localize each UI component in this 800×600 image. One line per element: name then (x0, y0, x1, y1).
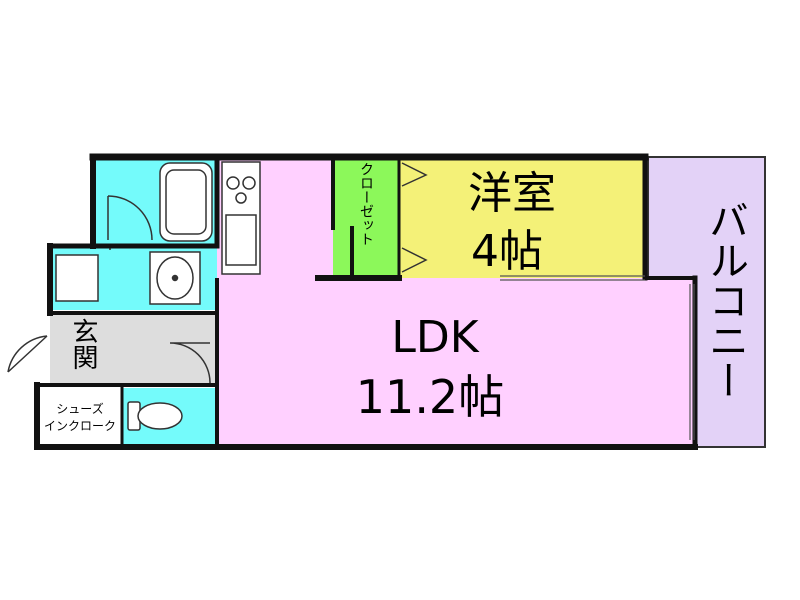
western-room-label: 洋室 (468, 168, 556, 219)
washing-machine-space (55, 254, 99, 302)
ldk-area (217, 157, 695, 447)
closet-doors (401, 162, 428, 273)
balcony-label: バルコニー (702, 200, 748, 400)
entrance-label: 玄関 (68, 318, 98, 370)
bathtub (159, 162, 213, 242)
door-swings (7, 195, 211, 384)
entrance-area (50, 314, 108, 385)
closet-area (333, 157, 399, 278)
shoe-closet-area (37, 388, 122, 447)
toilet-fixture (127, 401, 183, 431)
walls (34, 153, 698, 450)
shoe-closet-label-line1: シューズ (56, 401, 103, 416)
closet-label: クローゼット (358, 162, 374, 246)
shoe-closet-label-line2: インクローク (44, 419, 116, 433)
western-room-area (399, 157, 645, 278)
ldk-size-label: 11.2帖 (356, 370, 504, 424)
window-lines (500, 275, 695, 440)
kitchen-counter (221, 161, 261, 275)
washbasin (149, 251, 201, 305)
western-room-size-label: 4帖 (471, 226, 543, 277)
hallway-area (108, 314, 217, 385)
ldk-label: LDK (391, 312, 479, 363)
